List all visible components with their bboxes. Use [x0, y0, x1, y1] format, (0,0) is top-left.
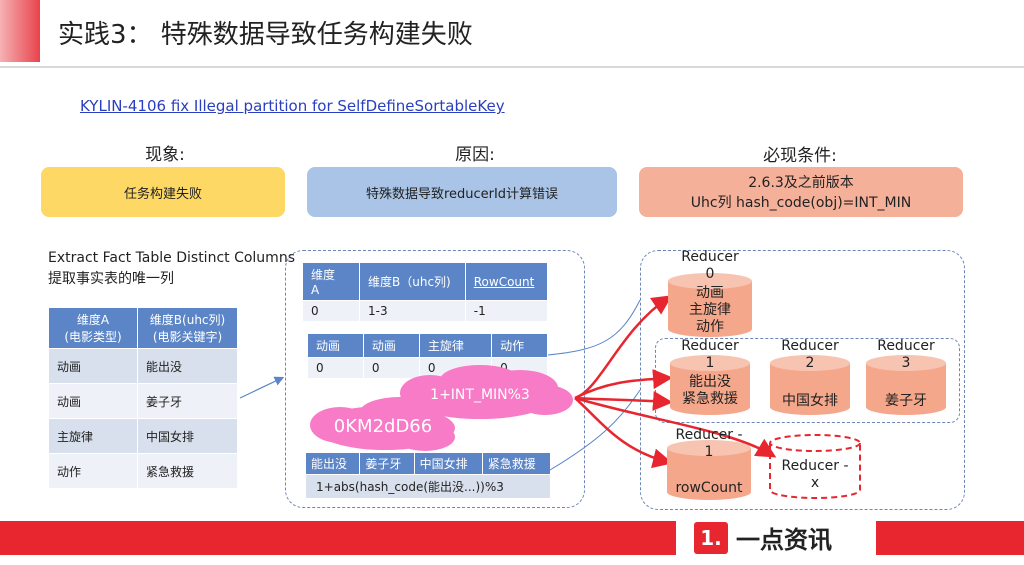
- condition-box: 2.6.3及之前版本 Uhc列 hash_code(obj)=INT_MIN: [639, 167, 963, 217]
- cloud-int-min: [400, 365, 573, 419]
- reducer-0-cylinder: [668, 273, 752, 337]
- table-cell: 动画: [48, 383, 138, 419]
- cloud-watermark: [310, 397, 455, 451]
- table-cell: 主旋律: [48, 418, 138, 454]
- table-cell: 中国女排: [137, 418, 238, 454]
- table-row: 0 1-3 -1: [302, 300, 549, 322]
- reducer-1-label: Reducer 1: [681, 338, 739, 371]
- table-header: 维度 A: [302, 262, 360, 301]
- table-row: 动画 能出没: [48, 348, 238, 384]
- red-arrow: [574, 369, 673, 400]
- connector-line: [547, 299, 641, 356]
- reducer-minus1-label: Reducer - 1: [675, 427, 743, 460]
- cloud-watermark-text: 0KM2dD66: [333, 416, 433, 437]
- table-header-row: 能出没 姜子牙 中国女排 紧急救援: [304, 452, 552, 475]
- table-header: 维度B(uhc列) (电影关键字): [137, 307, 238, 349]
- phenomenon-label: 现象:: [145, 145, 185, 165]
- reducer-x-cylinder: [769, 434, 861, 499]
- title-accent-bar: [0, 0, 40, 62]
- red-arrow: [574, 390, 673, 411]
- reducer-2-cylinder: [770, 355, 850, 415]
- extract-caption: Extract Fact Table Distinct Columns: [48, 250, 295, 266]
- reducer-2-label: Reducer 2: [781, 338, 839, 371]
- title-divider: [0, 66, 1024, 68]
- table-header: 动画: [307, 333, 364, 358]
- logo-icon: 1.: [694, 522, 728, 554]
- table-header: 能出没: [304, 452, 361, 475]
- flow-arrow: [239, 376, 285, 399]
- extract-caption-cn: 提取事实表的唯一列: [48, 271, 174, 287]
- table-cell: 1-3: [359, 300, 466, 322]
- issue-link[interactable]: KYLIN-4106 fix Illegal partition for Sel…: [80, 97, 505, 115]
- phenomenon-box: 任务构建失败: [41, 167, 285, 217]
- table-header-row: 维度 A 维度B（uhc列) RowCount: [302, 262, 549, 301]
- reducer-1-cylinder: [670, 355, 750, 415]
- table-header-row: 维度A (电影类型) 维度B(uhc列) (电影关键字): [48, 307, 238, 349]
- table-header: 维度A (电影类型): [48, 307, 138, 349]
- reducer-3-label: Reducer 3: [877, 338, 935, 371]
- table-header: 动作: [491, 333, 548, 358]
- table-cell: 能出没: [137, 348, 238, 384]
- table-header: 中国女排: [413, 452, 483, 475]
- reducer-1-content: 能出没 紧急救援: [682, 374, 738, 407]
- formula-cell: 1+abs(hash_code(能出没...))%3: [305, 474, 551, 499]
- reducer-3-cylinder: [866, 355, 946, 415]
- table-cell: -1: [464, 300, 549, 322]
- table-row: 主旋律 中国女排: [48, 418, 238, 454]
- reducer-2-content: 中国女排: [782, 393, 838, 409]
- table-cell: 动画: [48, 348, 138, 384]
- cause-text: 特殊数据导致reducerId计算错误: [365, 186, 559, 202]
- table-header: RowCount: [464, 262, 549, 301]
- table-row: 动作 紧急救援: [48, 453, 238, 489]
- condition-label: 必现条件:: [763, 146, 837, 166]
- phenomenon-text: 任务构建失败: [123, 186, 202, 202]
- red-arrow: [574, 397, 673, 469]
- mapper-output-container: [285, 250, 585, 508]
- cause-box: 特殊数据导致reducerId计算错误: [307, 167, 617, 217]
- table-cell: 0: [307, 357, 364, 379]
- rowcount-table: 维度 A 维度B（uhc列) RowCount 0 1-3 -1: [302, 262, 549, 322]
- condition-line1: 2.6.3及之前版本: [748, 175, 854, 191]
- table-cell: 0: [302, 300, 360, 322]
- uhc-table: 能出没 姜子牙 中国女排 紧急救援 1+abs(hash_code(能出没...…: [304, 452, 552, 499]
- cause-label: 原因:: [455, 145, 495, 165]
- logo-text: 一点资讯: [736, 526, 832, 554]
- cloud-int-min-text: 1+INT_MIN%3: [430, 387, 530, 403]
- table-cell: 动作: [48, 453, 138, 489]
- table-row: 1+abs(hash_code(能出没...))%3: [305, 474, 551, 499]
- table-header: 姜子牙: [359, 452, 415, 475]
- reducer-3-content: 姜子牙: [885, 393, 927, 409]
- red-arrow: [574, 396, 777, 458]
- table-header: 主旋律: [418, 333, 493, 358]
- reducer-0-content: 动画 主旋律 动作: [689, 285, 731, 335]
- reducer-x-label: Reducer - x: [781, 458, 849, 491]
- table-header-row: 动画 动画 主旋律 动作: [307, 333, 548, 358]
- page-title: 实践3： 特殊数据导致任务构建失败: [58, 20, 473, 50]
- table-cell: 紧急救援: [137, 453, 238, 489]
- reducer-minus1-content: rowCount: [675, 480, 743, 496]
- condition-line2: Uhc列 hash_code(obj)=INT_MIN: [690, 195, 912, 211]
- table-cell: 0: [362, 357, 420, 379]
- source-table: 维度A (电影类型) 维度B(uhc列) (电影关键字) 动画 能出没 动画 姜…: [48, 307, 238, 489]
- reducer-minus1-cylinder: [667, 440, 751, 500]
- reducer-0-label: Reducer 0: [681, 249, 739, 282]
